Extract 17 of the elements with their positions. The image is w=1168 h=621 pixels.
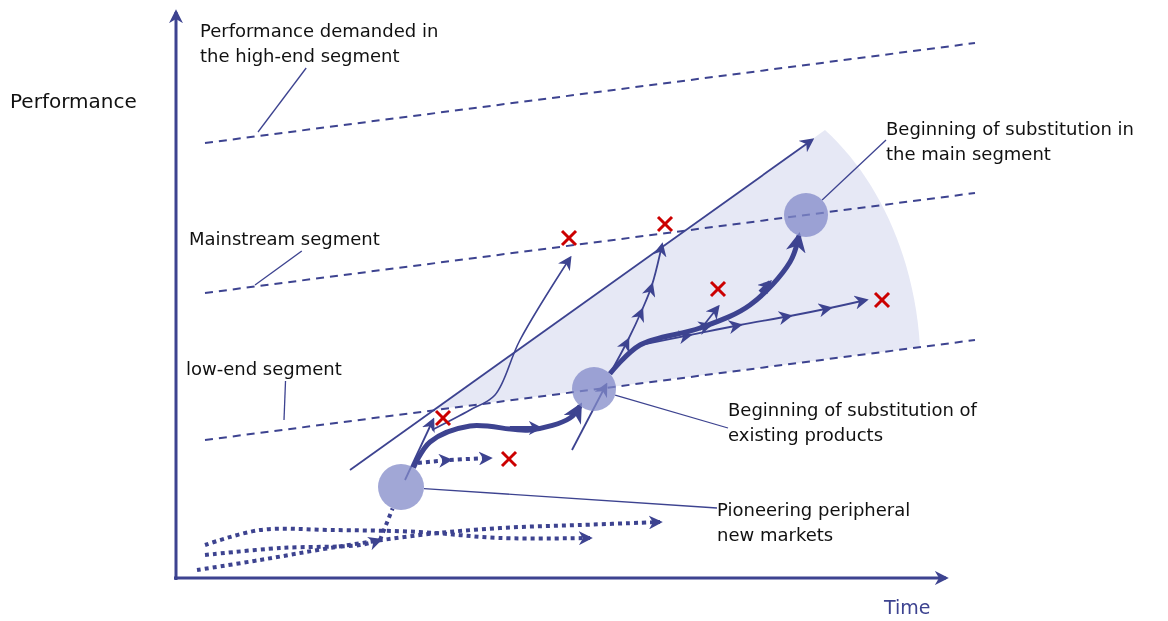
annotation-text: Beginning of substitution of existing products — [728, 397, 990, 447]
annotation-text: Beginning of substitution in the main segment — [886, 116, 1148, 166]
leader-line — [257, 67, 307, 133]
axis-label: Time — [884, 596, 931, 618]
leader-line — [423, 487, 718, 509]
leader-line — [821, 139, 887, 201]
leader-line — [614, 394, 729, 429]
annotation-text: Performance demanded in the high-end segment — [200, 18, 450, 68]
axis-label: Performance — [10, 89, 137, 113]
annotation-text: Pioneering peripheral new markets — [717, 497, 949, 547]
annotation-text: Mainstream segment — [189, 226, 449, 251]
highlight-circle — [378, 464, 424, 510]
dotted-line — [378, 507, 395, 541]
arrow — [411, 402, 583, 469]
annotation-text: low-end segment — [186, 356, 386, 381]
leader-line — [283, 380, 287, 421]
leader-line — [254, 250, 303, 286]
